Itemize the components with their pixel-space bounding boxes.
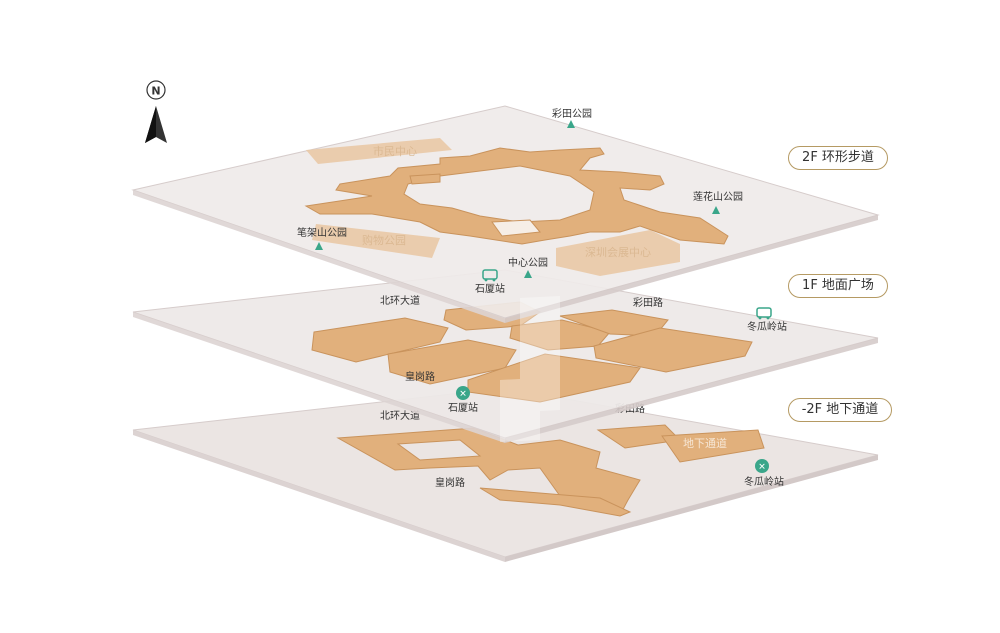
b2f-corridor-arm-right xyxy=(661,429,765,463)
b2f-corridor-tail xyxy=(479,487,632,517)
2f-walkway-arm xyxy=(409,173,441,185)
compass: N xyxy=(145,80,167,143)
2f-park-central: 中心公园 xyxy=(508,256,548,269)
plane-1f-side xyxy=(133,312,505,443)
b2f-road-huanggang: 皇岗路 xyxy=(435,476,465,489)
2f-bus-label: 石厦站 xyxy=(475,282,505,295)
bus-icon xyxy=(756,307,772,320)
plane-1f-side-right xyxy=(505,338,878,443)
2f-block-mall-text: 购物公园 xyxy=(362,233,406,247)
1f-road-north: 北环大道 xyxy=(380,294,420,307)
floor-label-1f[interactable]: 1F 地面广场 xyxy=(788,274,888,298)
2f-block-mall xyxy=(312,224,440,258)
plane-b2f-side-right xyxy=(505,455,878,562)
level-b2f: 地下通道 北环大道 皇岗路 彩田路 ✕ 冬瓜岭站 xyxy=(132,387,879,562)
svg-text:✕: ✕ xyxy=(758,463,766,473)
1f-block-a xyxy=(311,317,449,363)
bus-icon xyxy=(482,269,498,282)
b2f-block-text: 地下通道 xyxy=(683,436,727,450)
1f-road-huanggang: 皇岗路 xyxy=(405,370,435,383)
svg-text:✕: ✕ xyxy=(459,390,467,400)
level-2f: 市民中心 购物公园 深圳会展中心 彩田公园 莲花山公园 笔架山公园 中心公园 石… xyxy=(131,105,880,323)
1f-bus-label: 冬瓜岭站 xyxy=(747,320,787,333)
2f-block-civic-text: 市民中心 xyxy=(373,144,417,158)
level-1f: 北环大道 彩田路 皇岗路 冬瓜岭站 ✕ 石厦站 xyxy=(132,269,879,443)
plane-2f-side xyxy=(133,190,505,323)
2f-block-expo xyxy=(556,230,680,276)
metro-icon: ✕ xyxy=(456,386,470,400)
compass-circle xyxy=(146,80,166,100)
level-connectors xyxy=(500,296,560,442)
b2f-metro-label: 冬瓜岭站 xyxy=(744,475,784,488)
tree-icon xyxy=(315,242,323,250)
2f-park-caitian: 彩田公园 xyxy=(552,108,592,120)
metro-icon: ✕ xyxy=(755,459,769,473)
plane-2f-side-right xyxy=(505,215,878,323)
compass-letter: N xyxy=(151,85,160,98)
1f-road-caitian: 彩田路 xyxy=(633,296,663,309)
2f-park-lianhua: 莲花山公园 xyxy=(693,190,743,203)
floor-label-b2f[interactable]: -2F 地下通道 xyxy=(788,398,892,422)
tree-icon xyxy=(567,120,575,128)
2f-block-civic xyxy=(306,138,452,164)
2f-ring-walkway xyxy=(304,147,729,245)
plane-b2f-side xyxy=(133,430,505,562)
2f-park-bijia: 笔架山公园 xyxy=(297,226,347,239)
floor-label-2f[interactable]: 2F 环形步道 xyxy=(788,146,888,170)
b2f-road-north: 北环大道 xyxy=(380,409,420,422)
1f-metro-label: 石厦站 xyxy=(448,401,478,414)
tree-icon xyxy=(524,270,532,278)
tree-icon xyxy=(712,206,720,214)
plane-2f xyxy=(131,105,880,319)
2f-block-expo-text: 深圳会展中心 xyxy=(585,246,651,259)
2f-walkway-center xyxy=(491,219,541,237)
1f-block-g xyxy=(593,327,753,373)
